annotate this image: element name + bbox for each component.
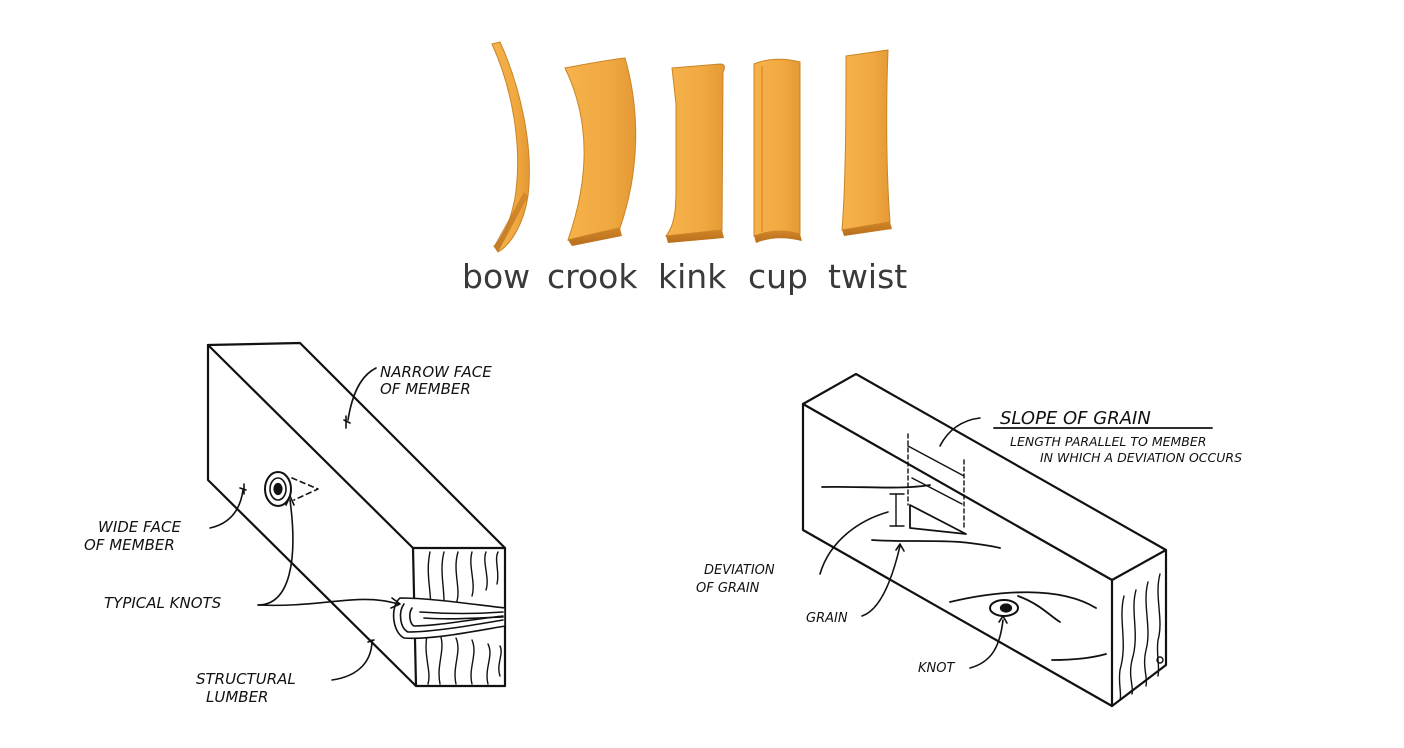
slope-of-grain-title: SLOPE OF GRAIN [1000, 408, 1151, 429]
narrow-face-label-line2: OF MEMBER [380, 380, 471, 398]
grain-label: GRAIN [806, 611, 848, 626]
crook-board-shape [564, 57, 637, 246]
lumber-outline [206, 341, 507, 688]
wide-face-label-line2: OF MEMBER [84, 536, 175, 554]
leader-lines [209, 367, 401, 681]
member-outline [801, 372, 1168, 708]
slope-of-grain-drawing [801, 372, 1213, 708]
structural-lumber-label-line1: STRUCTURAL [196, 670, 296, 688]
dimension-lines [889, 433, 965, 529]
bow-board-shape [491, 41, 530, 253]
end-grain-lines-right [1118, 573, 1164, 701]
face-knot [264, 471, 319, 507]
typical-knots-label: TYPICAL KNOTS [104, 594, 222, 612]
right-knot [989, 599, 1019, 617]
warp-label-cup: cup [748, 257, 808, 296]
knot-label: KNOT [918, 661, 955, 676]
leader-lines-right [819, 417, 1008, 669]
twist-board-shape [841, 49, 892, 236]
slope-desc-line1: LENGTH PARALLEL TO MEMBER [1010, 434, 1206, 449]
structural-lumber-label-line2: LUMBER [206, 688, 268, 706]
deviation-triangle [909, 504, 967, 535]
wide-face-label-line1: WIDE FACE [98, 518, 182, 536]
end-grain-lines [425, 551, 502, 685]
warp-label-crook: crook [547, 257, 638, 296]
warp-label-kink: kink [658, 257, 727, 296]
deviation-label-line2: OF GRAIN [696, 581, 760, 596]
structural-lumber-drawing [206, 341, 507, 688]
narrow-face-label-line1: NARROW FACE [380, 363, 492, 381]
warp-label-bow: bow [462, 257, 530, 296]
face-grain-lines [821, 484, 1107, 661]
end-knot [392, 597, 506, 640]
warp-types-panel: bow crook kink cup twist [462, 41, 907, 296]
warp-label-twist: twist [828, 257, 907, 296]
slope-desc-line2: IN WHICH A DEVIATION OCCURS [1040, 450, 1242, 465]
deviation-label-line1: DEVIATION [704, 563, 775, 578]
cup-board-shape [753, 58, 802, 243]
kink-board-shape [664, 63, 725, 243]
